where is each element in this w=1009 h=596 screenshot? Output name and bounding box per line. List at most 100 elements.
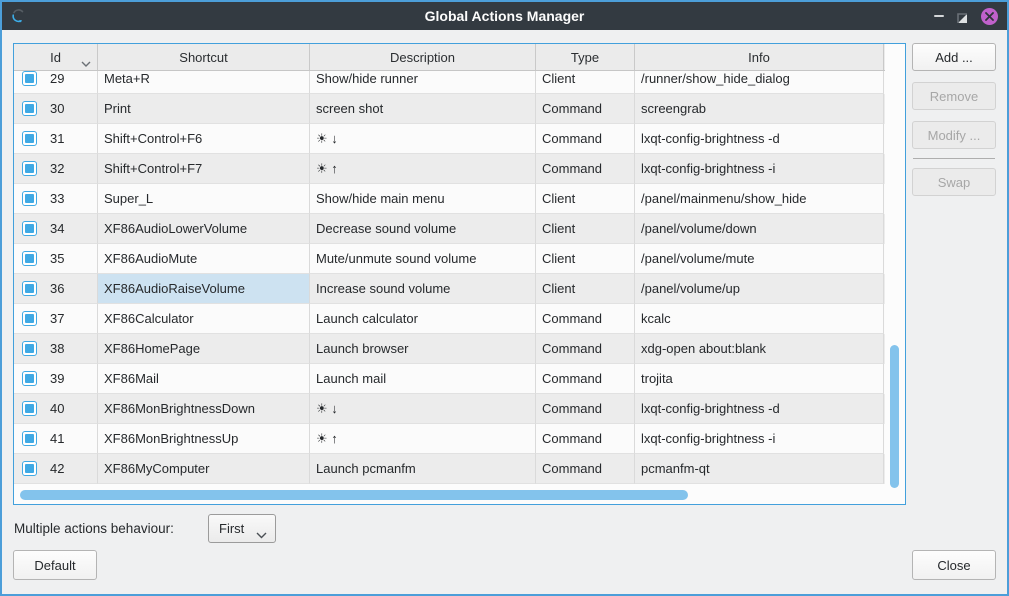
cell-type[interactable]: Command <box>536 334 635 364</box>
cell-info[interactable]: lxqt-config-brightness -d <box>635 394 884 424</box>
cell-info[interactable]: screengrab <box>635 94 884 124</box>
cell-id[interactable]: 39 <box>14 364 98 394</box>
row-checkbox[interactable] <box>22 101 37 116</box>
titlebar[interactable]: Global Actions Manager <box>2 2 1007 30</box>
cell-id[interactable]: 36 <box>14 274 98 304</box>
row-checkbox[interactable] <box>22 341 37 356</box>
cell-description[interactable]: ☀ ↓ <box>310 394 536 424</box>
cell-info[interactable]: lxqt-config-brightness -d <box>635 124 884 154</box>
cell-id[interactable]: 37 <box>14 304 98 334</box>
multiple-actions-combobox[interactable]: First <box>208 514 276 543</box>
minimize-icon[interactable] <box>934 15 944 17</box>
cell-type[interactable]: Command <box>536 304 635 334</box>
cell-shortcut[interactable]: XF86Calculator <box>98 304 310 334</box>
cell-description[interactable]: Launch mail <box>310 364 536 394</box>
cell-shortcut[interactable]: XF86HomePage <box>98 334 310 364</box>
row-checkbox[interactable] <box>22 221 37 236</box>
column-header-type[interactable]: Type <box>536 44 635 70</box>
column-header-info[interactable]: Info <box>635 44 884 70</box>
cell-id[interactable]: 34 <box>14 214 98 244</box>
cell-shortcut[interactable]: XF86Mail <box>98 364 310 394</box>
cell-description[interactable]: Launch calculator <box>310 304 536 334</box>
cell-type[interactable]: Client <box>536 274 635 304</box>
cell-id[interactable]: 30 <box>14 94 98 124</box>
column-header-id[interactable]: Id <box>14 44 98 70</box>
cell-info[interactable]: /panel/volume/mute <box>635 244 884 274</box>
cell-shortcut[interactable]: XF86AudioMute <box>98 244 310 274</box>
default-button[interactable]: Default <box>13 550 97 580</box>
row-checkbox[interactable] <box>22 251 37 266</box>
cell-info[interactable]: /panel/volume/up <box>635 274 884 304</box>
cell-info[interactable]: pcmanfm-qt <box>635 454 884 484</box>
cell-description[interactable]: Show/hide runner <box>310 71 536 94</box>
cell-info[interactable]: kcalc <box>635 304 884 334</box>
cell-description[interactable]: Decrease sound volume <box>310 214 536 244</box>
cell-info[interactable]: xdg-open about:blank <box>635 334 884 364</box>
cell-id[interactable]: 38 <box>14 334 98 364</box>
column-header-shortcut[interactable]: Shortcut <box>98 44 310 70</box>
cell-id[interactable]: 33 <box>14 184 98 214</box>
row-checkbox[interactable] <box>22 311 37 326</box>
cell-info[interactable]: /panel/volume/down <box>635 214 884 244</box>
row-checkbox[interactable] <box>22 71 37 86</box>
cell-description[interactable]: ☀ ↑ <box>310 154 536 184</box>
cell-description[interactable]: Show/hide main menu <box>310 184 536 214</box>
column-header-description[interactable]: Description <box>310 44 536 70</box>
cell-type[interactable]: Command <box>536 94 635 124</box>
cell-id[interactable]: 29 <box>14 71 98 94</box>
cell-id[interactable]: 35 <box>14 244 98 274</box>
cell-shortcut[interactable]: XF86MonBrightnessUp <box>98 424 310 454</box>
cell-shortcut[interactable]: XF86MonBrightnessDown <box>98 394 310 424</box>
cell-info[interactable]: /runner/show_hide_dialog <box>635 71 884 94</box>
cell-description[interactable]: Increase sound volume <box>310 274 536 304</box>
restore-icon[interactable] <box>957 11 968 23</box>
cell-description[interactable]: ☀ ↑ <box>310 424 536 454</box>
cell-type[interactable]: Client <box>536 214 635 244</box>
row-checkbox[interactable] <box>22 191 37 206</box>
add-button[interactable]: Add ... <box>912 43 996 71</box>
cell-shortcut[interactable]: XF86AudioLowerVolume <box>98 214 310 244</box>
cell-shortcut[interactable]: Shift+Control+F6 <box>98 124 310 154</box>
cell-type[interactable]: Command <box>536 424 635 454</box>
horizontal-scrollbar[interactable] <box>14 487 885 504</box>
row-checkbox[interactable] <box>22 461 37 476</box>
cell-info[interactable]: trojita <box>635 364 884 394</box>
cell-type[interactable]: Client <box>536 244 635 274</box>
cell-type[interactable]: Command <box>536 394 635 424</box>
cell-shortcut[interactable]: Meta+R <box>98 71 310 94</box>
vertical-scrollbar-thumb[interactable] <box>890 345 899 488</box>
cell-type[interactable]: Client <box>536 184 635 214</box>
cell-description[interactable]: Launch browser <box>310 334 536 364</box>
vertical-scrollbar[interactable] <box>885 44 905 488</box>
cell-description[interactable]: screen shot <box>310 94 536 124</box>
cell-description[interactable]: Launch pcmanfm <box>310 454 536 484</box>
cell-type[interactable]: Client <box>536 71 635 94</box>
close-button[interactable]: Close <box>912 550 996 580</box>
cell-shortcut[interactable]: XF86AudioRaiseVolume <box>98 274 310 304</box>
cell-description[interactable]: Mute/unmute sound volume <box>310 244 536 274</box>
cell-id[interactable]: 41 <box>14 424 98 454</box>
row-checkbox[interactable] <box>22 131 37 146</box>
cell-shortcut[interactable]: Print <box>98 94 310 124</box>
row-checkbox[interactable] <box>22 161 37 176</box>
cell-shortcut[interactable]: Super_L <box>98 184 310 214</box>
row-checkbox[interactable] <box>22 371 37 386</box>
cell-type[interactable]: Command <box>536 124 635 154</box>
cell-id[interactable]: 42 <box>14 454 98 484</box>
cell-type[interactable]: Command <box>536 154 635 184</box>
cell-type[interactable]: Command <box>536 454 635 484</box>
cell-shortcut[interactable]: Shift+Control+F7 <box>98 154 310 184</box>
horizontal-scrollbar-thumb[interactable] <box>20 490 688 500</box>
